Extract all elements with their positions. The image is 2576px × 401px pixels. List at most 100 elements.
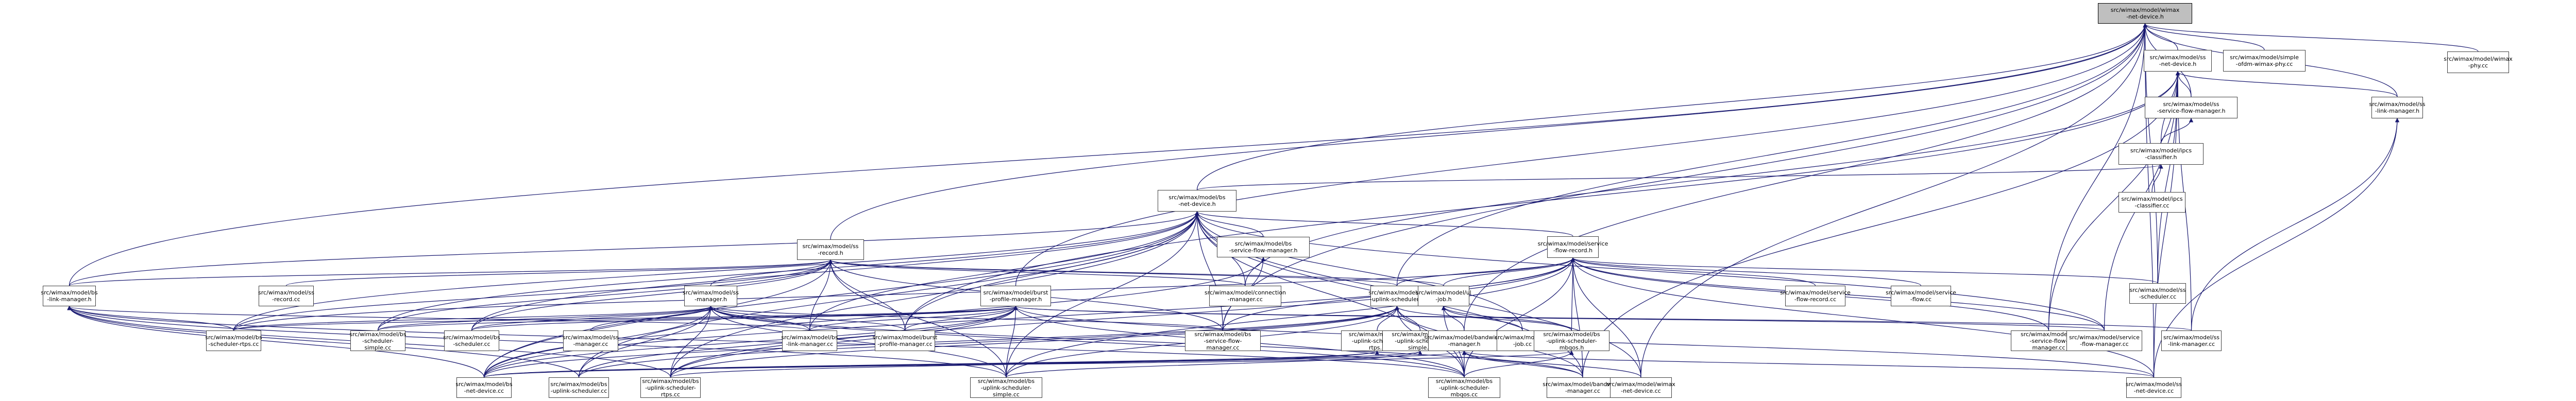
edge-ssnd_cc-to-ssnd_h [2153, 71, 2180, 378]
node-bpm-cc[interactable]: src/wimax/model/burst -profile-manager.c… [873, 330, 937, 351]
edge-bw_mgr_cc-to-bw_mgr_h [1462, 351, 1583, 378]
node-ss-lm-h[interactable]: src/wimax/model/ss -link-manager.h [2369, 97, 2425, 118]
edge-wimax_nd_cc-to-root [1640, 23, 2147, 378]
edge-bw_mgr_cc-to-ss_manager_h [708, 306, 1583, 378]
edge-bs_us_simple_cc-to-ss_record_h [828, 259, 1007, 378]
edge-sf_cc-to-sfr_h [1570, 257, 1922, 286]
node-bs-us-simple-cc[interactable]: src/wimax/model/bs -uplink-scheduler-sim… [970, 377, 1042, 398]
node-ss-manager-h[interactable]: src/wimax/model/ss -manager.h [683, 286, 739, 306]
node-ssnd-cc[interactable]: src/wimax/model/ss -net-device.cc [2126, 377, 2182, 398]
edge-bsnd_h-to-root [1196, 23, 2147, 190]
node-bs-sfm-h[interactable]: src/wimax/model/bs -service-flow-manager… [1217, 237, 1310, 257]
edge-bs_sfm_cc-to-bsnd_h [1195, 211, 1224, 331]
node-simple-phy[interactable]: src/wimax/model/simple -ofdm-wimax-phy.c… [2223, 50, 2306, 72]
edge-sfm_cc-to-bpm_h [1013, 306, 2105, 331]
edge-ss_lm_h-to-ssnd_h [2175, 71, 2398, 97]
edge-bs_sfm_h-to-bsnd_h [1195, 211, 1264, 237]
edge-ss_manager_cc-to-ss_manager_h [590, 306, 713, 331]
edge-bs_sched_cc-to-bpm_h [471, 306, 1018, 331]
edge-bsnd_cc-to-bs_us_h [483, 306, 1399, 378]
edge-bs_sched_simple_cc-to-ss_manager_h [377, 306, 713, 331]
node-sfr-cc[interactable]: src/wimax/model/service -flow-record.cc [1780, 286, 1851, 306]
edge-bpm_cc-to-ss_manager_h [708, 306, 906, 331]
node-ss-record-h[interactable]: src/wimax/model/ss -record.h [797, 239, 864, 260]
edge-ss_lm_cc-to-bpm_h [1014, 306, 2192, 331]
node-ssnd-h[interactable]: src/wimax/model/ss -net-device.h [2144, 50, 2212, 72]
edge-bs_lm_cc-to-bsnd_h [809, 211, 1199, 331]
edge-bs_us_rtps_cc-to-bsnd_h [670, 211, 1199, 378]
node-conn-mgr-cc[interactable]: src/wimax/model/connection -manager.cc [1205, 286, 1286, 306]
edge-ss_record_h-to-root [830, 23, 2147, 240]
edge-bpm_cc-to-bpm_h [904, 306, 1018, 331]
edge-bs_us_mbqos_cc-to-ss_manager_h [708, 306, 1465, 378]
edge-bsnd_cc-to-sfr_h [483, 257, 1575, 378]
edge-ss_manager_h-to-ss_record_h [710, 259, 833, 286]
node-root[interactable]: src/wimax/model/wimax -net-device.h [2098, 3, 2192, 24]
edge-bs_sched_cc-to-bsnd_h [471, 211, 1199, 331]
edge-wimax_phy-to-root [2143, 23, 2479, 52]
node-wimax-phy[interactable]: src/wimax/model/wimax -phy.cc [2444, 51, 2513, 73]
edge-ul_job_h-to-sfr_h [1443, 257, 1575, 286]
edge-bs_us_mbqos_h-to-ul_job_h [1441, 306, 1572, 331]
edge-sfr_h-to-bsnd_h [1195, 211, 1573, 237]
edge-ss_sched_cc-to-sfr_h [1571, 257, 2158, 284]
edge-bs_us_h-to-root [1396, 23, 2147, 286]
node-bs-sched-simple-cc[interactable]: src/wimax/model/bs -scheduler-simple.cc [349, 330, 406, 351]
node-bs-us-cc[interactable]: src/wimax/model/bs -uplink-scheduler.cc [549, 377, 609, 398]
edge-ssnd_cc-to-bw_mgr_h [1462, 351, 2155, 378]
node-bsnd-cc[interactable]: src/wimax/model/bs -net-device.cc [455, 377, 513, 398]
node-ipcs-h[interactable]: src/wimax/model/ipcs -classifier.h [2119, 143, 2204, 165]
edge-bs_lm_h-to-ss_record_h [69, 259, 833, 286]
edge-bs_lm_cc-to-bpm_h [809, 306, 1018, 331]
edge-bs_lm_h-to-root [69, 23, 2147, 286]
node-bs-us-mbqos-cc[interactable]: src/wimax/model/bs -uplink-scheduler-mbq… [1428, 377, 1500, 398]
node-ss-sfm-h[interactable]: src/wimax/model/ss -service-flow-manager… [2145, 97, 2238, 118]
node-ss-manager-cc[interactable]: src/wimax/model/ss -manager.cc [563, 330, 619, 351]
node-bw-mgr-h[interactable]: src/wimax/model/bandwidth -manager.h [1424, 330, 1504, 351]
edge-sfm_cc-to-bsnd_h [1195, 211, 2105, 331]
node-ss-lm-cc[interactable]: src/wimax/model/ss -link-manager.cc [2161, 330, 2222, 351]
edge-ssnd_cc-to-sfr_h [1570, 257, 2155, 378]
node-bs-lm-cc[interactable]: src/wimax/model/bs -link-manager.cc [781, 330, 838, 351]
edge-bs_sfm_cc-to-ss_manager_h [708, 306, 1224, 331]
node-bs-us-mbqos-h[interactable]: src/wimax/model/bs -uplink-scheduler-mbq… [1534, 330, 1609, 351]
edge-ss_lm_cc-to-ss_lm_h [2191, 118, 2400, 331]
node-wimax-nd-cc[interactable]: src/wimax/model/wimax -net-device.cc [1606, 377, 1675, 398]
edge-ipcs_h-to-ss_sfm_h [2160, 118, 2194, 144]
node-sfm-cc[interactable]: src/wimax/model/service -flow-manager.cc [2066, 330, 2142, 351]
node-sfr-h[interactable]: src/wimax/model/service -flow-record.h [1538, 236, 1608, 258]
edge-bs_sched_rtps_cc-to-bsnd_h [233, 211, 1199, 331]
node-ss-record-cc[interactable]: src/wimax/model/ss -record.cc [258, 286, 314, 306]
edge-bs_us_mbqos_cc-to-bs_us_mbqos_h [1464, 351, 1574, 378]
edge-bsnd_cc-to-bpm_h [483, 306, 1018, 378]
edge-bs_sched_rtps_cc-to-bs_lm_h [67, 306, 234, 331]
edge-bs_us_mbqos_cc-to-bs_lm_h [67, 306, 1465, 378]
edge-bs_us_cc-to-bs_us_h [578, 306, 1399, 378]
node-bpm-h[interactable]: src/wimax/model/burst -profile-manager.h [980, 286, 1051, 306]
node-bw-mgr-cc[interactable]: src/wimax/model/bandwidth -manager.cc [1543, 377, 1623, 398]
node-bs-lm-h[interactable]: src/wimax/model/bs -link-manager.h [41, 286, 98, 306]
node-bs-sfm-cc[interactable]: src/wimax/model/bs -service-flow-manager… [1185, 330, 1261, 351]
edge-ssnd_cc-to-ss_lm_h [2153, 118, 2400, 378]
node-bs-us-rtps-cc[interactable]: src/wimax/model/bs -uplink-scheduler-rtp… [640, 377, 701, 398]
node-ss-sched-cc[interactable]: src/wimax/model/ss -scheduler.cc [2129, 283, 2186, 304]
edge-bs_us_cc-to-bs_lm_h [67, 306, 580, 378]
node-bsnd-h[interactable]: src/wimax/model/bs -net-device.h [1158, 190, 1236, 212]
edge-wimax_nd_cc-to-sfr_h [1570, 257, 1641, 378]
node-bs-us-h[interactable]: src/wimax/model/bs -uplink-scheduler.h [1368, 286, 1426, 306]
edge-bs_us_simple_cc-to-bpm_h [1006, 306, 1018, 378]
edge-bpm_cc-to-ssnd_h [904, 71, 2180, 331]
node-ipcs-cc[interactable]: src/wimax/model/ipcs -classifier.cc [2119, 192, 2185, 213]
edge-bs_sched_rtps_cc-to-bpm_h [233, 306, 1018, 331]
node-sf-cc[interactable]: src/wimax/model/service -flow.cc [1886, 286, 1956, 306]
edge-simple_phy-to-root [2143, 23, 2265, 50]
edge-bs_us_simple_cc-to-bs_lm_h [67, 306, 1007, 378]
edge-ss_record_cc-to-ss_record_h [285, 259, 833, 286]
node-bs-sched-cc[interactable]: src/wimax/model/bs -scheduler.cc [443, 330, 500, 351]
edge-bs_us_simple_cc-to-bs_us_simple_h [1006, 351, 1422, 378]
node-bs-sched-rtps-cc[interactable]: src/wimax/model/bs -scheduler-rtps.cc [205, 330, 262, 351]
edge-bsnd_cc-to-bsnd_h [483, 211, 1199, 378]
edge-bs_sched_simple_cc-to-bpm_h [377, 306, 1018, 331]
node-ul-job-h[interactable]: src/wimax/model/ul -job.h [1416, 286, 1471, 306]
